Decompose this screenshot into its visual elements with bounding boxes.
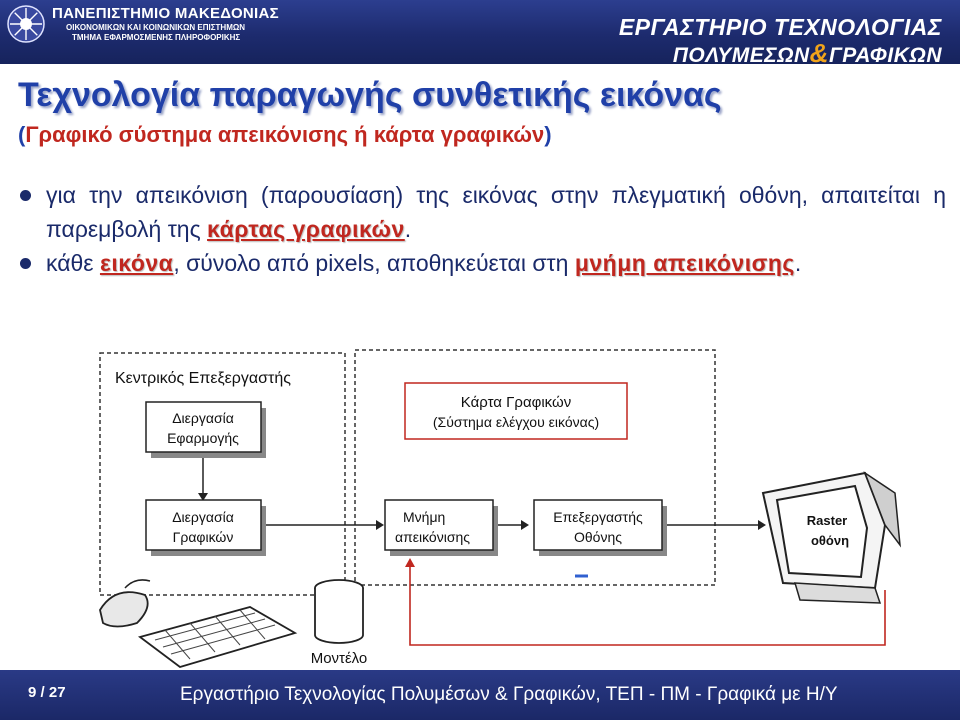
header-bar: ΠΑΝΕΠΙΣΤΗΜΙΟ ΜΑΚΕΔΟΝΙΑΣ ΟΙΚΟΝΟΜΙΚΩΝ ΚΑΙ … bbox=[0, 0, 960, 64]
university-subtitle-2: ΤΜΗΜΑ ΕΦΑΡΜΟΣΜΕΝΗΣ ΠΛΗΡΟΦΟΡΙΚΗΣ bbox=[72, 33, 240, 42]
lab-name-line1: ΕΡΓΑΣΤΗΡΙΟ ΤΕΧΝΟΛΟΓΙΑΣ bbox=[619, 14, 942, 41]
raster-label-line2: οθόνη bbox=[811, 533, 849, 548]
bullet-2-end: . bbox=[795, 250, 801, 276]
graphics-card-label-line2: (Σύστημα ελέγχου εικόνας) bbox=[433, 414, 599, 430]
bullet-2-highlight-a: εικόνα bbox=[100, 250, 173, 276]
subtitle-text: Γραφικό σύστημα απεικόνισης ή κάρτα γραφ… bbox=[25, 122, 544, 147]
subtitle-close-paren: ) bbox=[544, 122, 551, 147]
bullet-1-end: . bbox=[405, 216, 411, 242]
page-separator: / bbox=[36, 684, 49, 701]
bullet-item-1: για την απεικόνιση (παρουσίαση) της εικό… bbox=[16, 178, 946, 246]
lab-name-part-b: ΓΡΑΦΙΚΩΝ bbox=[829, 44, 942, 67]
footer-text: Εργαστήριο Τεχνολογίας Πολυμέσων & Γραφι… bbox=[180, 684, 838, 706]
cpu-box bbox=[100, 353, 345, 595]
display-memory-line2: απεικόνισης bbox=[395, 529, 470, 545]
cpu-label: Κεντρικός Επεξεργαστής bbox=[115, 370, 291, 387]
display-processor-line1: Επεξεργαστής bbox=[553, 509, 643, 525]
model-label: Μοντέλο bbox=[311, 650, 368, 667]
bullet-2-text-a: κάθε bbox=[46, 250, 100, 276]
lab-ampersand: & bbox=[810, 38, 829, 68]
bullet-list: για την απεικόνιση (παρουσίαση) της εικό… bbox=[16, 178, 946, 280]
bullet-item-2: κάθε εικόνα, σύνολο από pixels, αποθηκεύ… bbox=[16, 246, 946, 280]
bullet-1-text: για την απεικόνιση (παρουσίαση) της εικό… bbox=[46, 182, 946, 242]
lab-name-line2: ΠΟΛΥΜΕΣΩΝ&ΓΡΑΦΙΚΩΝ bbox=[673, 38, 942, 69]
display-memory-line1: Μνήμη bbox=[403, 509, 445, 525]
bullet-2-text-b: , σύνολο από pixels, αποθηκεύεται στη bbox=[173, 250, 575, 276]
display-processor-line2: Οθόνης bbox=[574, 529, 622, 545]
graphics-process-line2: Γραφικών bbox=[173, 529, 234, 545]
graphics-process-line1: Διεργασία bbox=[172, 509, 234, 525]
keyboard-icon bbox=[140, 607, 295, 667]
graphics-card-label-line1: Κάρτα Γραφικών bbox=[461, 394, 571, 411]
page-indicator: 9 / 27 bbox=[28, 684, 66, 701]
university-title: ΠΑΝΕΠΙΣΤΗΜΙΟ ΜΑΚΕΔΟΝΙΑΣ bbox=[52, 5, 279, 22]
graphics-card-label-box bbox=[405, 383, 627, 439]
university-subtitle-1: ΟΙΚΟΝΟΜΙΚΩΝ ΚΑΙ ΚΟΙΝΩΝΙΚΩΝ ΕΠΙΣΤΗΜΩΝ bbox=[66, 23, 245, 32]
bullet-2-highlight-b: μνήμη απεικόνισης bbox=[575, 250, 795, 276]
bullet-dot-icon bbox=[20, 258, 31, 269]
bullet-dot-icon bbox=[20, 190, 31, 201]
page-total: 27 bbox=[49, 684, 66, 701]
graphics-system-diagram: Κεντρικός Επεξεργαστής Κάρτα Γραφικών (Σ… bbox=[95, 345, 915, 670]
raster-label-line1: Raster bbox=[807, 513, 847, 528]
app-process-line2: Εφαρμογής bbox=[167, 430, 239, 446]
mouse-icon bbox=[100, 580, 150, 627]
model-database-icon bbox=[315, 580, 363, 643]
app-process-line1: Διεργασία bbox=[172, 410, 234, 426]
slide-title: Τεχνολογία παραγωγής συνθετικής εικόνας bbox=[18, 76, 722, 115]
slide-subtitle: (Γραφικό σύστημα απεικόνισης ή κάρτα γρα… bbox=[18, 122, 552, 148]
university-logo bbox=[6, 4, 46, 44]
bullet-1-highlight: κάρτας γραφικών bbox=[207, 216, 405, 242]
lab-name-part-a: ΠΟΛΥΜΕΣΩΝ bbox=[673, 44, 810, 67]
